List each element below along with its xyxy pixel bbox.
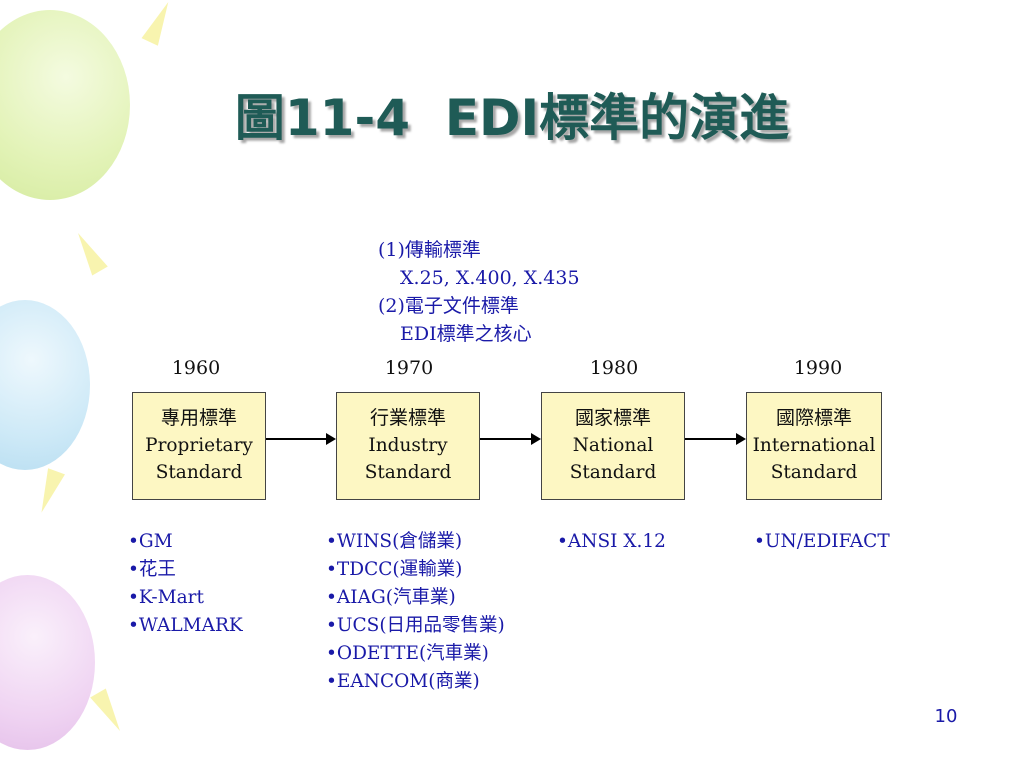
bullet-icon: • — [326, 587, 337, 608]
bullet-icon: • — [128, 615, 139, 636]
stage-name-en: Standard — [569, 462, 657, 483]
balloon-purple-decoration — [0, 575, 95, 750]
example-item: •K-Mart — [128, 584, 243, 612]
arrow-right-icon — [480, 433, 541, 445]
slide-title: 圖11-4 EDI標準的演進 — [0, 78, 1024, 150]
examples-list-international: •UN/EDIFACT — [754, 528, 890, 556]
balloon-green-decoration — [0, 10, 130, 200]
stage-name-zh: 專用標準 — [160, 407, 237, 429]
example-text: ANSI X.12 — [567, 531, 666, 552]
example-text: WINS(倉儲業) — [336, 531, 463, 552]
bullet-icon: • — [128, 559, 139, 580]
stage-name-zh: 國際標準 — [775, 407, 852, 429]
examples-list-national: •ANSI X.12 — [557, 528, 666, 556]
year-label: 1960 — [171, 357, 221, 379]
stage-box-national: 國家標準 National Standard — [541, 392, 685, 500]
stage-box-proprietary: 專用標準 Proprietary Standard — [132, 392, 266, 500]
sun-ray-decoration — [141, 0, 177, 46]
example-text: TDCC(運輸業) — [336, 559, 463, 580]
bullet-icon: • — [754, 531, 765, 552]
bullet-icon: • — [326, 643, 337, 664]
year-label: 1990 — [793, 357, 843, 379]
year-label: 1980 — [589, 357, 639, 379]
example-text: ODETTE(汽車業) — [336, 643, 489, 664]
title-text: EDI標準的演進 — [444, 89, 790, 147]
example-item: •UN/EDIFACT — [754, 528, 890, 556]
arrow-right-icon — [266, 433, 336, 445]
stage-box-industry: 行業標準 Industry Standard — [336, 392, 480, 500]
example-text: UCS(日用品零售業) — [336, 615, 505, 636]
example-text: AIAG(汽車業) — [336, 587, 456, 608]
bullet-icon: • — [326, 615, 337, 636]
example-item: •WINS(倉儲業) — [326, 528, 505, 556]
examples-list-proprietary: •GM•花王•K-Mart•WALMARK — [128, 528, 243, 640]
year-label: 1970 — [384, 357, 434, 379]
example-text: WALMARK — [138, 615, 243, 636]
stage-name-en: Proprietary — [145, 435, 253, 456]
bullet-icon: • — [326, 559, 337, 580]
example-text: 花王 — [138, 559, 176, 580]
stage-name-en: Standard — [155, 462, 243, 483]
example-item: •GM — [128, 528, 243, 556]
example-text: UN/EDIFACT — [764, 531, 890, 552]
example-text: EANCOM(商業) — [336, 671, 480, 692]
stage-name-en: International — [752, 435, 876, 456]
example-item: •ANSI X.12 — [557, 528, 666, 556]
example-item: •ODETTE(汽車業) — [326, 640, 505, 668]
balloon-blue-decoration — [0, 300, 90, 470]
stage-name-zh: 行業標準 — [369, 407, 446, 429]
bullet-icon: • — [128, 587, 139, 608]
stage-name-zh: 國家標準 — [574, 407, 651, 429]
transmission-notes: (1)傳輸標準 X.25, X.400, X.435 (2)電子文件標準 EDI… — [378, 236, 580, 348]
sun-ray-decoration — [90, 688, 128, 736]
sun-ray-decoration — [33, 468, 65, 516]
bullet-icon: • — [557, 531, 568, 552]
note-line: (2)電子文件標準 — [378, 295, 519, 317]
examples-list-industry: •WINS(倉儲業)•TDCC(運輸業)•AIAG(汽車業)•UCS(日用品零售… — [326, 528, 505, 696]
note-line: X.25, X.400, X.435 — [400, 267, 580, 289]
stage-name-en: National — [572, 435, 654, 456]
stage-name-en: Standard — [364, 462, 452, 483]
page-number: 10 — [934, 706, 958, 727]
example-item: •WALMARK — [128, 612, 243, 640]
example-item: •AIAG(汽車業) — [326, 584, 505, 612]
example-item: •花王 — [128, 556, 243, 584]
example-text: K-Mart — [138, 587, 204, 608]
bullet-icon: • — [326, 671, 337, 692]
example-item: •TDCC(運輸業) — [326, 556, 505, 584]
example-item: •UCS(日用品零售業) — [326, 612, 505, 640]
stage-name-en: Standard — [770, 462, 858, 483]
note-line: EDI標準之核心 — [400, 323, 532, 345]
example-item: •EANCOM(商業) — [326, 668, 505, 696]
bullet-icon: • — [326, 531, 337, 552]
example-text: GM — [138, 531, 173, 552]
sun-ray-decoration — [70, 228, 108, 276]
stage-box-international: 國際標準 International Standard — [746, 392, 882, 500]
stage-name-en: Industry — [368, 435, 448, 456]
arrow-right-icon — [685, 433, 746, 445]
bullet-icon: • — [128, 531, 139, 552]
note-line: (1)傳輸標準 — [378, 239, 481, 261]
figure-number: 圖11-4 — [234, 89, 411, 147]
